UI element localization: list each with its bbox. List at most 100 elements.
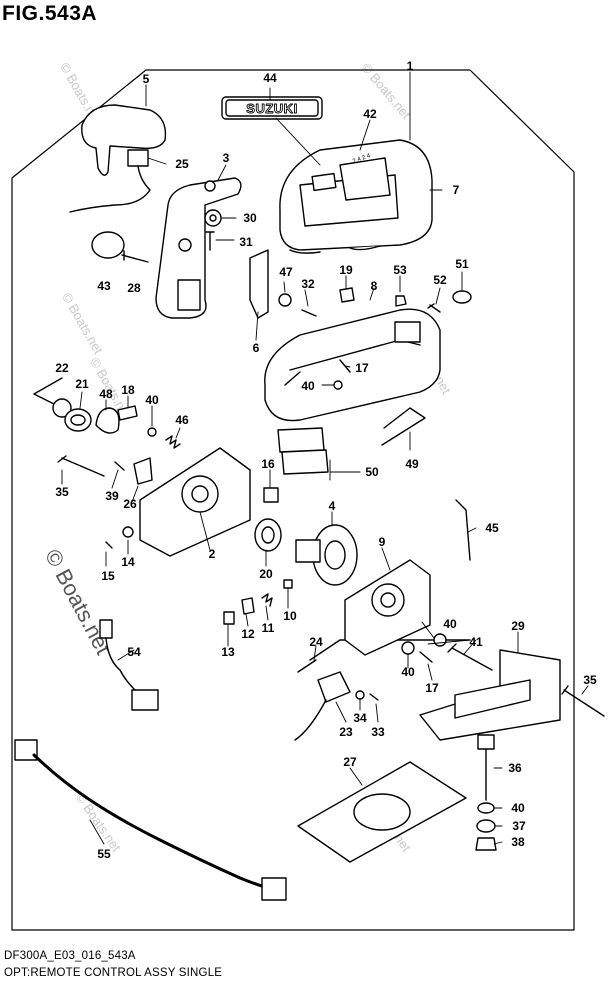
callout-32: 32 [301,277,315,291]
callout-50: 50 [365,465,379,479]
callout-35a: 35 [55,485,69,499]
lever-base-2-part [139,447,251,557]
tie-49-part [381,407,426,446]
callout-24: 24 [309,635,323,649]
switch-23-part [294,671,351,741]
clip-12-part [241,597,255,615]
callout-7: 7 [453,183,460,197]
nut-38-part [475,837,497,851]
callout-40b: 40 [145,393,159,407]
screw-39-part [114,461,125,471]
figure-code: DF300A_E03_016_543A [4,950,136,962]
plate-26-part [133,457,153,485]
bracket-29-part [419,649,561,741]
suzuki-badge-part: SUZUKI [221,96,323,120]
bolt-35-part [57,455,105,477]
cam-48-part [95,407,120,434]
callout-22: 22 [55,361,69,375]
washer-47-part [278,293,292,307]
callout-51: 51 [455,257,469,271]
harness-54-part [99,619,159,711]
clip-13-part [223,611,235,625]
callout-4: 4 [329,499,336,513]
figure-title: FIG.543A [2,2,98,25]
callout-16: 16 [261,457,275,471]
callout-42: 42 [363,107,377,121]
clip-16-part [263,487,279,503]
washer-30-part [204,209,222,227]
callout-43: 43 [97,279,111,293]
callout-47: 47 [279,265,293,279]
callout-46: 46 [175,413,189,427]
callout-5: 5 [143,72,150,86]
callout-25: 25 [175,157,189,171]
plug-43-part [91,231,125,259]
callout-20: 20 [259,567,273,581]
callout-9: 9 [379,535,386,549]
housing-8-part [264,308,441,422]
callout-27: 27 [343,755,357,769]
assembly-frame [11,69,575,931]
harness-55-part [14,739,287,901]
bolt-36-part [477,734,495,801]
leader-22 [33,377,63,409]
callout-35b: 35 [583,673,597,687]
callout-36: 36 [508,761,522,775]
clip-19-part [339,287,355,303]
spring-46-part [165,435,181,449]
callout-40c: 40 [443,617,457,631]
callout-39: 39 [105,489,119,503]
callout-28: 28 [127,281,141,295]
callout-14: 14 [121,555,135,569]
callout-17b: 17 [425,681,439,695]
callout-34: 34 [353,711,367,725]
washer-40c-part [433,633,447,647]
washer-40e-part [477,802,495,814]
callout-52: 52 [433,273,447,287]
ring-21-part [64,408,92,432]
callout-10: 10 [283,609,297,623]
callout-40d: 40 [401,665,415,679]
callout-48: 48 [99,387,113,401]
washer-40b-part [147,427,157,437]
gasket-27-part [297,761,467,863]
washer-34-part [355,690,365,700]
callout-38: 38 [511,835,525,849]
screw-28-part [121,250,149,263]
callout-2: 2 [209,547,216,561]
figure-caption: OPT:REMOTE CONTROL ASSY SINGLE [4,967,223,979]
suzuki-badge-text: SUZUKI [246,101,297,116]
callout-15: 15 [101,569,115,583]
tie-24-part [297,659,317,673]
washer-37-part [476,819,496,833]
callout-11: 11 [262,621,275,635]
callout-19: 19 [339,263,353,277]
callout-6: 6 [253,341,260,355]
bolt-41-part [447,643,493,671]
callout-33: 33 [371,725,385,739]
screw-17b-part [419,651,433,663]
callout-23: 23 [339,725,353,739]
callout-17a: 17 [355,361,369,375]
callout-49: 49 [405,457,419,471]
callout-40a: 40 [301,379,315,393]
callout-26: 26 [123,497,137,511]
callout-30: 30 [243,211,257,225]
callout-44: 44 [263,71,277,85]
washer-40-part [333,380,343,390]
control-arm-part [155,177,242,319]
leader-lines [61,71,589,845]
switch-25-part [69,149,151,213]
bracket-9-part [344,559,431,656]
callout-1: 1 [407,59,414,73]
callout-55: 55 [97,847,111,861]
pad-50-part [277,427,329,475]
callout-41: 41 [469,635,483,649]
gear-4-part [295,524,358,586]
callout-18: 18 [121,383,135,397]
callout-12: 12 [241,627,255,641]
callout-3: 3 [223,151,230,165]
clamp-51-part [452,290,472,304]
